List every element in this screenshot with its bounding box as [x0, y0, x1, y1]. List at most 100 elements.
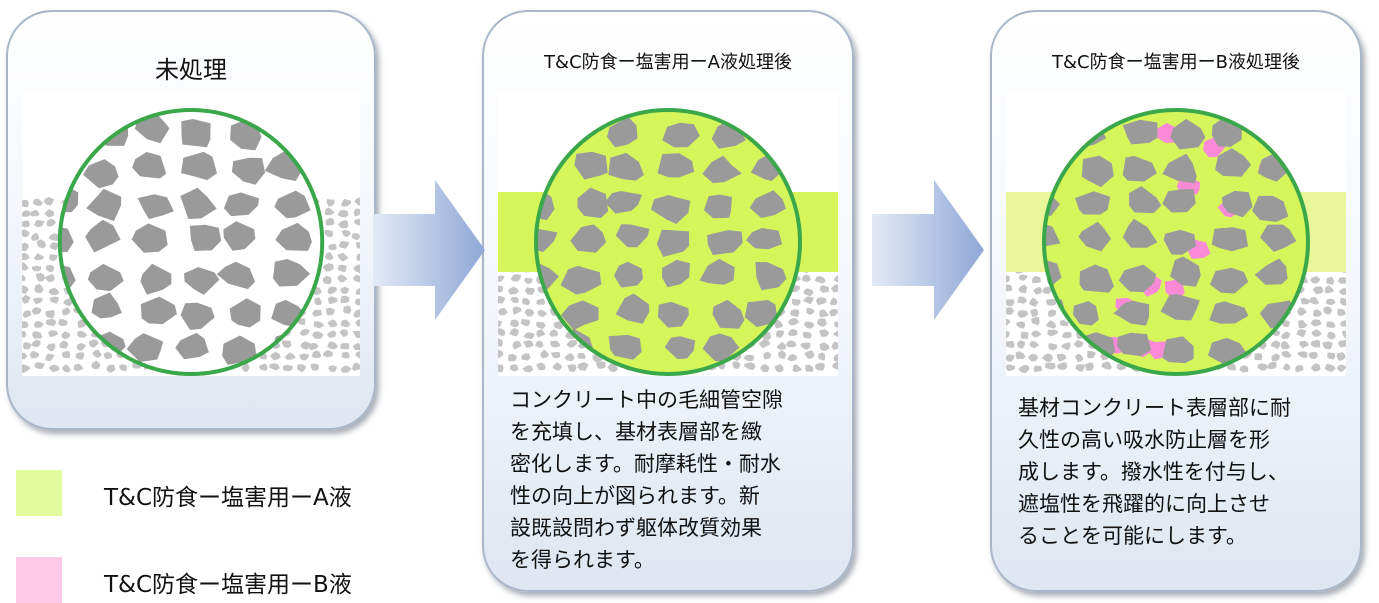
small-aggregate: [1101, 361, 1112, 370]
small-aggregate: [564, 352, 575, 362]
legend-label-b: T&C防食ー塩害用ーB液: [104, 572, 352, 598]
small-aggregate: [1271, 353, 1280, 362]
small-aggregate: [33, 297, 43, 305]
small-aggregate: [259, 363, 268, 371]
small-aggregate: [1018, 274, 1028, 281]
small-aggregate: [299, 353, 310, 361]
aggregate: [229, 298, 261, 328]
small-aggregate: [498, 275, 505, 282]
small-aggregate: [353, 218, 360, 226]
small-aggregate: [819, 309, 829, 318]
aggregate: [1170, 118, 1206, 150]
small-aggregate: [35, 272, 46, 282]
small-aggregate: [1310, 363, 1321, 372]
small-aggregate: [1047, 329, 1059, 337]
small-aggregate: [1308, 351, 1318, 360]
aggregate: [1254, 258, 1288, 285]
aggregate: [604, 191, 642, 214]
small-aggregate: [1074, 353, 1084, 363]
small-aggregate: [340, 295, 350, 304]
small-aggregate: [1294, 364, 1304, 373]
panel-title: T&C防食ー塩害用ーB液処理後: [1052, 52, 1300, 73]
aggregate: [577, 187, 609, 219]
small-aggregate: [535, 321, 546, 330]
small-aggregate: [340, 343, 350, 350]
small-aggregate: [1312, 286, 1324, 294]
small-aggregate: [536, 362, 546, 371]
small-aggregate: [351, 362, 360, 371]
small-aggregate: [339, 329, 349, 337]
aggregate: [1044, 222, 1061, 247]
small-aggregate: [510, 364, 519, 372]
description-line: ることを可能にします。: [1018, 524, 1247, 548]
small-aggregate: [1300, 297, 1311, 305]
panel-untreated: 未処理: [6, 10, 376, 430]
small-aggregate: [89, 339, 99, 348]
small-aggregate: [1309, 296, 1320, 305]
aggregate: [137, 194, 174, 220]
aggregate: [657, 153, 695, 178]
small-aggregate: [328, 296, 338, 305]
small-aggregate: [1042, 286, 1052, 294]
aggregate: [180, 187, 217, 219]
aggregate: [707, 230, 743, 255]
aggregate: [180, 302, 215, 330]
small-aggregate: [1336, 352, 1346, 362]
small-aggregate: [498, 338, 503, 347]
small-aggregate: [337, 264, 347, 273]
small-aggregate: [1045, 320, 1057, 329]
small-aggregate: [1281, 350, 1292, 358]
small-aggregate: [1087, 350, 1096, 359]
small-aggregate: [22, 294, 31, 304]
small-aggregate: [536, 298, 546, 305]
small-aggregate: [48, 330, 59, 337]
small-aggregate: [61, 307, 71, 316]
small-aggregate: [311, 309, 323, 317]
aggregate: [1079, 264, 1114, 293]
small-aggregate: [537, 309, 548, 317]
aggregate: [1260, 224, 1297, 252]
small-aggregate: [103, 351, 113, 360]
small-aggregate: [356, 253, 360, 261]
small-aggregate: [1006, 330, 1010, 339]
small-aggregate: [355, 319, 360, 327]
small-aggregate: [816, 318, 827, 327]
small-aggregate: [1033, 365, 1043, 373]
small-aggregate: [1324, 285, 1335, 294]
aggregate: [126, 333, 164, 362]
small-aggregate: [34, 220, 45, 228]
small-aggregate: [45, 264, 55, 273]
small-aggregate: [22, 242, 29, 252]
small-aggregate: [1017, 340, 1026, 349]
aggregate: [59, 226, 74, 253]
small-aggregate: [22, 310, 32, 319]
small-aggregate: [1047, 309, 1057, 318]
small-aggregate: [314, 296, 322, 305]
small-aggregate: [30, 232, 40, 242]
small-aggregate: [1327, 352, 1336, 360]
aggregate: [175, 332, 209, 360]
small-aggregate: [77, 330, 88, 338]
aggregate: [1081, 155, 1114, 188]
small-aggregate: [354, 298, 360, 306]
small-aggregate: [22, 330, 27, 338]
description-line: を得られます。: [510, 548, 655, 572]
small-aggregate: [1323, 306, 1333, 315]
small-aggregate: [509, 328, 519, 337]
small-aggregate: [550, 340, 561, 348]
small-aggregate: [337, 252, 349, 262]
small-aggregate: [1006, 284, 1013, 292]
aggregate: [140, 263, 172, 295]
small-aggregate: [1324, 364, 1336, 372]
small-aggregate: [763, 351, 772, 360]
small-aggregate: [91, 360, 101, 370]
small-aggregate: [498, 364, 504, 373]
small-aggregate: [1048, 343, 1058, 351]
small-aggregate: [62, 364, 71, 373]
small-aggregate: [1031, 330, 1042, 338]
small-aggregate: [30, 339, 41, 348]
small-aggregate: [22, 274, 26, 282]
small-aggregate: [1031, 316, 1040, 326]
panel-title: T&C防食ー塩害用ーA液処理後: [544, 52, 792, 73]
small-aggregate: [776, 342, 787, 350]
